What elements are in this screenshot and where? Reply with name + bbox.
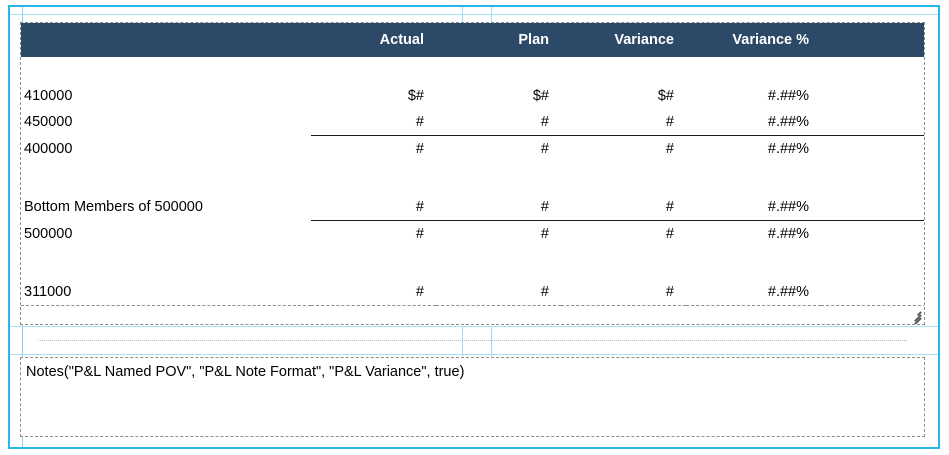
cell-plan [436,162,561,194]
report-table[interactable]: Actual Plan Variance Variance % 410000 $#… [21,23,924,306]
guide-line-vertical-b [491,6,492,30]
guide-line-horizontal-low [10,354,940,355]
cell-variance[interactable]: $# [657,88,674,104]
cell-plan [436,247,561,279]
notes-object[interactable]: Notes("P&L Named POV", "P&L Note Format"… [20,357,925,437]
guide-line-vertical-a [462,6,463,30]
cell-variance[interactable]: # [561,279,686,306]
column-header-spacer [821,23,924,57]
table-spacer-row [21,247,924,279]
report-table-body: 410000$#$#$##.##%450000####.##%400000###… [21,57,924,306]
cell-plan[interactable]: # [436,194,561,221]
cell-spacer[interactable] [821,109,924,136]
cell-variance [561,162,686,194]
cell-spacer[interactable] [821,194,924,221]
cell-actual [311,162,436,194]
cell-variance-pct[interactable]: #.##% [686,279,821,306]
column-header-actual[interactable]: Actual [311,23,436,57]
cell-variance [561,247,686,279]
cell-variance-pct [686,247,821,279]
cell-label[interactable]: 410000 [24,88,73,104]
cell-variance[interactable]: # [561,194,686,221]
column-header-label[interactable] [21,23,311,57]
cell-plan[interactable]: # [436,109,561,136]
table-row[interactable]: 400000 # # # #.##% [21,136,924,163]
table-row[interactable]: 450000####.##% [21,109,924,136]
cell-variance-pct[interactable]: #.##% [767,226,809,242]
cell-variance-pct[interactable]: #.##% [767,141,809,157]
cell-actual[interactable]: # [415,141,424,157]
column-header-variance[interactable]: Variance [561,23,686,57]
notes-function-text[interactable]: Notes("P&L Named POV", "P&L Note Format"… [26,364,465,380]
cell-label[interactable]: 400000 [24,140,73,157]
cell-spacer[interactable] [821,279,924,306]
cell-variance[interactable]: # [665,226,674,242]
column-header-plan[interactable]: Plan [436,23,561,57]
cell-actual[interactable]: $# [407,88,424,104]
guide-line-horizontal-mid [10,326,940,327]
table-row[interactable]: Bottom Members of 500000####.##% [21,194,924,221]
cell-label [21,247,311,279]
header-row: Actual Plan Variance Variance % [21,23,924,57]
cell-spacer[interactable] [821,136,924,163]
guide-line-vertical-b2 [491,326,492,356]
cell-variance[interactable]: # [561,109,686,136]
cell-plan[interactable]: # [436,279,561,306]
cell-label[interactable]: 450000 [24,114,73,131]
table-row[interactable]: 410000 $# $# $# #.##% [21,83,924,109]
header-spacer-row [21,57,924,83]
table-row[interactable]: 311000####.##% [21,279,924,306]
grid-filler-band [20,332,925,350]
dotted-separator [38,340,907,341]
cell-variance-pct [686,162,821,194]
cell-spacer [821,247,924,279]
cell-actual[interactable]: # [311,279,436,306]
cell-actual[interactable]: # [311,194,436,221]
cell-variance-pct[interactable]: #.##% [686,194,821,221]
cell-plan[interactable]: $# [532,88,549,104]
cell-actual[interactable]: # [311,109,436,136]
cell-label [21,162,311,194]
cell-variance-pct[interactable]: #.##% [767,88,809,104]
cell-label[interactable]: 311000 [21,279,311,306]
resize-handle-icon[interactable] [907,306,922,324]
cell-spacer [821,162,924,194]
column-header-variance-pct[interactable]: Variance % [686,23,821,57]
report-table-header: Actual Plan Variance Variance % [21,23,924,57]
guide-line-vertical-a2 [462,326,463,356]
table-row[interactable]: 500000 # # # #.##% [21,221,924,248]
cell-plan[interactable]: # [540,226,549,242]
cell-spacer[interactable] [821,83,924,109]
cell-variance[interactable]: # [665,141,674,157]
cell-plan[interactable]: # [540,141,549,157]
cell-variance-pct[interactable]: #.##% [686,109,821,136]
cell-label[interactable]: 500000 [24,225,73,242]
cell-label[interactable]: Bottom Members of 500000 [24,199,203,216]
cell-actual [311,247,436,279]
cell-actual[interactable]: # [415,226,424,242]
guide-line-horizontal-top [10,14,940,15]
table-spacer-row [21,162,924,194]
report-grid-object[interactable]: Actual Plan Variance Variance % 410000 $#… [20,22,925,325]
cell-spacer[interactable] [821,221,924,248]
